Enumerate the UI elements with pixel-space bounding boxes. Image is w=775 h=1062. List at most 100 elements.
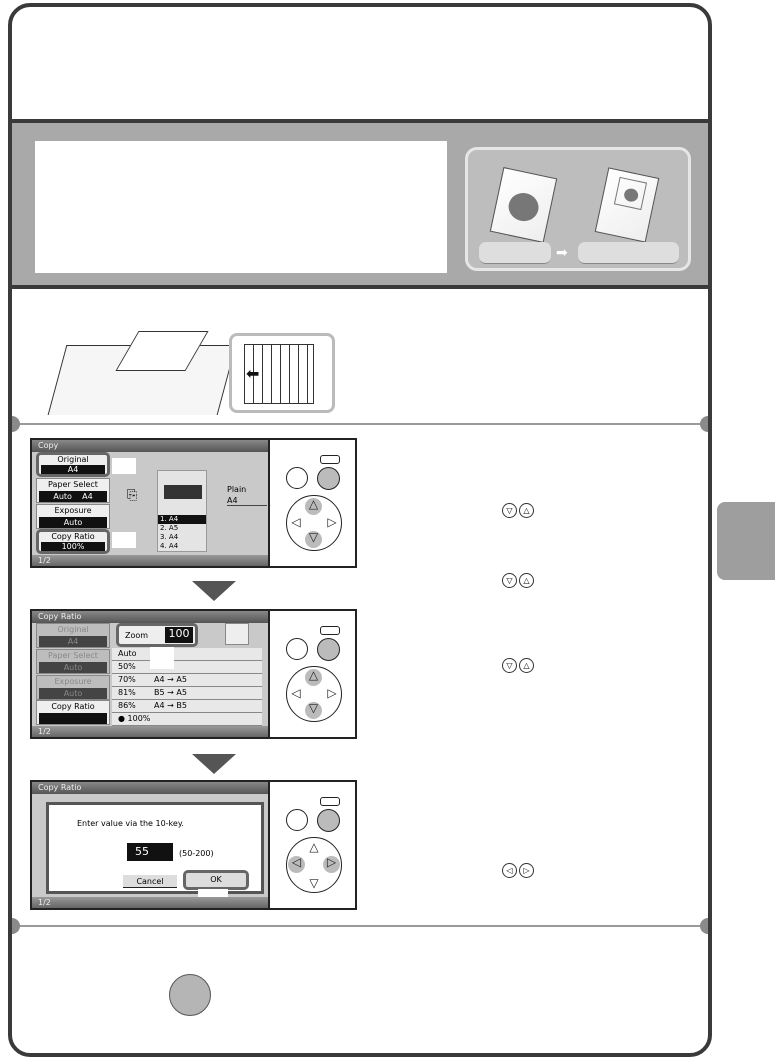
value: A4 — [41, 465, 105, 474]
ratio-up-down-buttons[interactable] — [225, 623, 249, 645]
page-indicator: 1/2 — [32, 555, 268, 566]
zoom-value: 100 — [165, 627, 193, 643]
tray-4[interactable]: 4. A4 — [158, 542, 206, 551]
ratio-row-auto[interactable]: Auto — [112, 648, 262, 661]
ratio-percent: Auto — [118, 649, 137, 658]
callout-box — [150, 647, 174, 669]
label: Paper Select — [48, 480, 98, 489]
start-key[interactable] — [317, 467, 340, 490]
ratio-row-50[interactable]: 50% — [112, 661, 262, 674]
ratio-value-field[interactable]: 55 — [127, 843, 173, 861]
arrow-right-icon: ➡ — [556, 245, 568, 261]
down-key-icon: ▽ — [502, 658, 517, 673]
value — [39, 713, 107, 724]
paper-type: Plain — [227, 485, 247, 494]
ratio-percent: 81% — [118, 688, 136, 697]
divider-dot — [700, 918, 708, 934]
direction-pad[interactable]: △ ◁ ▷ ▽ — [286, 666, 342, 722]
start-key[interactable] — [317, 638, 340, 661]
ratio-percent: 86% — [118, 701, 136, 710]
small-key[interactable] — [320, 455, 340, 464]
intro-text-box — [35, 141, 447, 273]
down-key[interactable]: ▽ — [305, 702, 322, 719]
left-key[interactable]: ◁ — [288, 856, 305, 873]
original-label — [479, 242, 551, 264]
small-key[interactable] — [320, 797, 340, 806]
right-key[interactable]: ▷ — [327, 515, 337, 529]
copy-ratio-button[interactable]: Copy Ratio — [36, 700, 110, 725]
down-key[interactable]: ▽ — [309, 876, 319, 890]
up-key-icon: △ — [519, 658, 534, 673]
original-document — [244, 344, 314, 404]
label: Paper Select — [48, 651, 98, 660]
screen-title: Copy Ratio — [32, 611, 268, 623]
tray-1[interactable]: 1. A4 — [158, 515, 206, 524]
tray-3[interactable]: 3. A4 — [158, 533, 206, 542]
up-key-icon: △ — [519, 573, 534, 588]
value: A4 — [39, 636, 107, 647]
bypass-paper-size: A4 — [227, 496, 267, 506]
reduced-page — [594, 167, 660, 243]
left-key-icon: ◁ — [502, 863, 517, 878]
value-range: (50-200) — [179, 849, 214, 858]
ratio-conversion: B5 → A5 — [154, 688, 187, 697]
ratio-row-81[interactable]: 81% B5 → A5 — [112, 687, 262, 700]
down-key[interactable]: ▽ — [305, 531, 322, 548]
entry-dialog: Enter value via the 10-key. 55 (50-200) … — [46, 802, 264, 894]
zoom-field[interactable]: Zoom 100 — [116, 623, 198, 647]
paper-auto: Auto — [53, 492, 72, 501]
clear-key[interactable] — [286, 638, 308, 660]
value: 100% — [41, 542, 105, 551]
small-key[interactable] — [320, 626, 340, 635]
label: Exposure — [54, 677, 92, 686]
down-key-icon: ▽ — [502, 573, 517, 588]
dialog-prompt: Enter value via the 10-key. — [77, 819, 184, 828]
clear-key[interactable] — [286, 467, 308, 489]
value: Auto — [39, 662, 107, 673]
keypad: △ ◁ ▷ ▽ — [272, 611, 355, 737]
value: Auto A4 — [39, 491, 107, 502]
up-key[interactable]: △ — [305, 498, 322, 515]
up-key-icon: △ — [519, 503, 534, 518]
tray-list: 1. A4 2. A5 3. A4 4. A4 — [158, 515, 206, 551]
ratio-conversion: A4 → B5 — [154, 701, 187, 710]
ratio-row-100[interactable]: ● 100% — [112, 713, 262, 726]
up-key[interactable]: △ — [305, 669, 322, 686]
up-key[interactable]: △ — [309, 840, 319, 854]
label: Original — [57, 625, 89, 634]
original-placement-zoom: ⬅ — [229, 333, 335, 413]
direction-pad[interactable]: △ ◁ ▷ ▽ — [286, 495, 342, 551]
start-key[interactable] — [317, 809, 340, 832]
right-key[interactable]: ▷ — [327, 686, 337, 700]
left-key[interactable]: ◁ — [291, 686, 301, 700]
label: Copy Ratio — [51, 532, 95, 541]
tray-num: 3. — [160, 533, 167, 541]
apple-icon — [622, 187, 640, 203]
cancel-button[interactable]: Cancel — [123, 875, 177, 888]
tray-2[interactable]: 2. A5 — [158, 524, 206, 533]
keypad: △ ◁ ▷ ▽ — [272, 782, 355, 908]
ratio-percent: 70% — [118, 675, 136, 684]
right-key[interactable]: ▷ — [323, 856, 340, 873]
arrow-left-icon: ⬅ — [246, 364, 260, 383]
ratio-row-70[interactable]: 70%A4 → A5 — [112, 674, 262, 687]
ratio-row-86[interactable]: 86% A4 → B5 — [112, 700, 262, 713]
clear-key[interactable] — [286, 809, 308, 831]
ok-button[interactable]: OK — [183, 870, 249, 890]
direction-pad[interactable]: △ ◁ ▷ ▽ — [286, 837, 342, 893]
tray-size: A5 — [168, 524, 179, 532]
screen-title: Copy Ratio — [32, 782, 268, 794]
left-key[interactable]: ◁ — [291, 515, 301, 529]
divider-dot — [12, 918, 20, 934]
divider-dot — [700, 416, 708, 432]
